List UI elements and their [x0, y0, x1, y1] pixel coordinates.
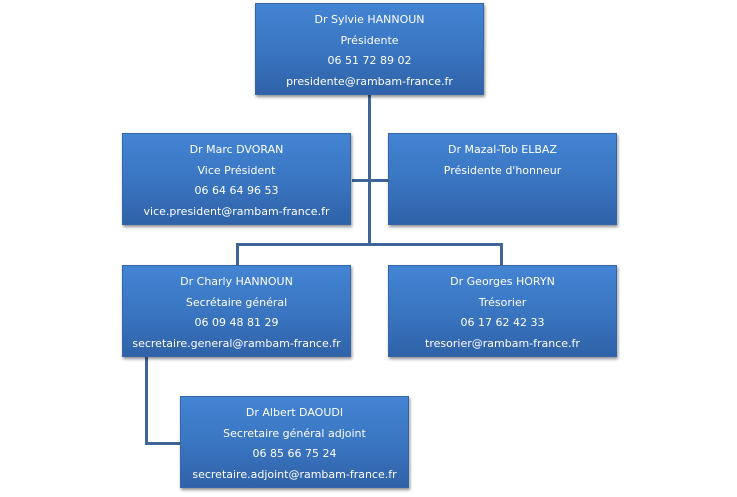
node-phone: 06 17 62 42 33 — [460, 316, 545, 329]
node-phone: 06 85 66 75 24 — [252, 447, 337, 460]
node-phone: 06 51 72 89 02 — [327, 54, 412, 67]
connector-to-deputy-h — [145, 442, 180, 445]
node-role: Secretaire général adjoint — [223, 426, 366, 440]
connector-trunk — [368, 95, 371, 246]
connector-branch — [236, 243, 503, 246]
connector-to-secretary — [236, 243, 239, 265]
node-name: Dr Sylvie HANNOUN — [314, 13, 425, 26]
node-email: tresorier@rambam-france.fr — [425, 336, 580, 350]
node-vice-president: Dr Marc DVORAN Vice Président 06 64 64 9… — [122, 133, 351, 225]
node-secretary-general: Dr Charly HANNOUN Secrétaire général 06 … — [122, 265, 351, 357]
node-phone: 06 09 48 81 29 — [194, 316, 279, 329]
node-email: vice.president@rambam-france.fr — [143, 204, 330, 218]
node-treasurer: Dr Georges HORYN Trésorier 06 17 62 42 3… — [388, 265, 617, 357]
node-deputy-secretary: Dr Albert DAOUDI Secretaire général adjo… — [180, 396, 409, 488]
node-role: Présidente d'honneur — [443, 163, 562, 177]
node-role: Trésorier — [478, 295, 527, 309]
connector-to-treasurer — [500, 243, 503, 265]
node-name: Dr Marc DVORAN — [189, 143, 284, 156]
connector-to-deputy-v — [145, 357, 148, 445]
node-name: Dr Albert DAOUDI — [245, 406, 344, 419]
node-name: Dr Georges HORYN — [450, 275, 555, 288]
node-role: Vice Président — [197, 163, 276, 177]
node-president: Dr Sylvie HANNOUN Présidente 06 51 72 89… — [255, 3, 484, 95]
node-email: presidente@rambam-france.fr — [286, 74, 453, 88]
node-name: Dr Charly HANNOUN — [180, 275, 293, 288]
node-role: Secrétaire général — [185, 295, 288, 309]
node-email: secretaire.adjoint@rambam-france.fr — [192, 467, 397, 481]
node-phone: 06 64 64 96 53 — [194, 184, 279, 197]
connector-assistants — [352, 179, 388, 182]
node-name: Dr Mazal-Tob ELBAZ — [448, 143, 557, 156]
node-role: Présidente — [340, 33, 399, 47]
node-honorary-president: Dr Mazal-Tob ELBAZ Présidente d'honneur — [388, 133, 617, 225]
node-email: secretaire.general@rambam-france.fr — [132, 336, 341, 350]
